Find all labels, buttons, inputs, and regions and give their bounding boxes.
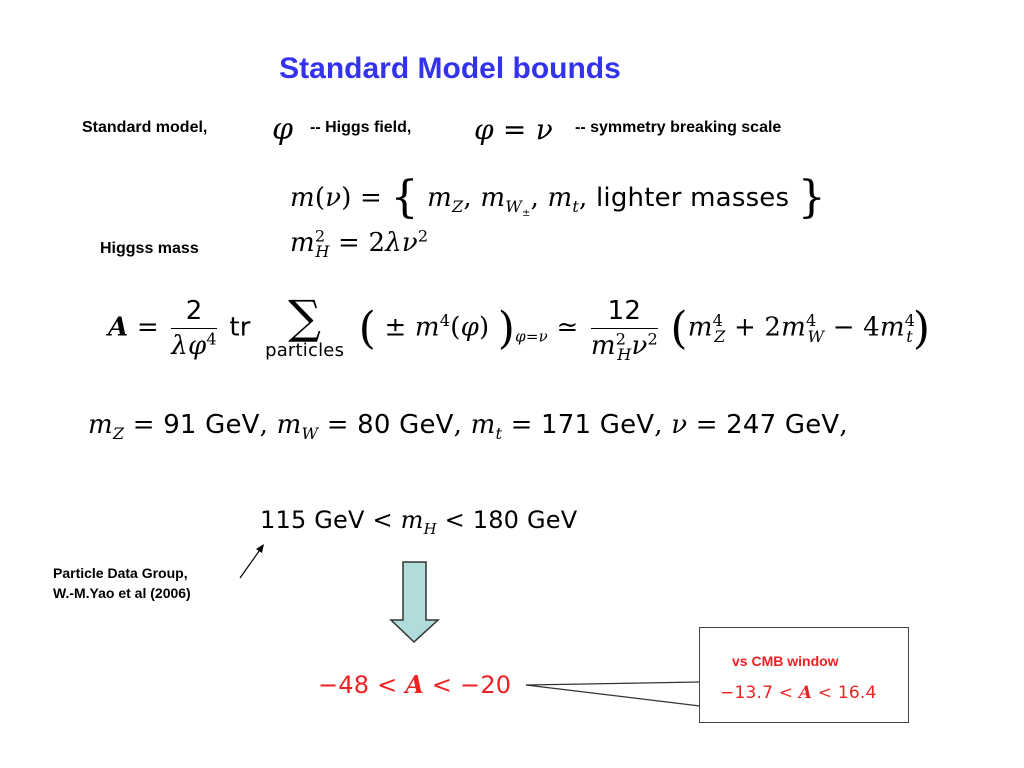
trace-operator: tr: [229, 312, 251, 343]
prefactor-fraction: 2 λφ4: [171, 296, 217, 361]
pdg-pointer-head: [256, 544, 264, 553]
sum-over-particles: ∑ particles: [265, 290, 345, 361]
a-formula: A = 2 λφ4 tr ∑ particles ( ± m4(φ) )φ=ν …: [108, 290, 931, 365]
callout-line-top: [525, 681, 701, 686]
cmb-window-label: vs CMB window: [732, 653, 839, 669]
higgs-bound: 115 GeV < mH < 180 GeV: [260, 506, 578, 538]
cmb-bound: −13.7 < A < 16.4: [720, 683, 877, 703]
standard-model-label: Standard model,: [82, 119, 208, 136]
pdg-reference: Particle Data Group, W.-M.Yao et al (200…: [53, 565, 191, 601]
pdg-pointer-line: [239, 546, 263, 579]
phi-symbol: φ: [272, 112, 294, 147]
higgs-mass-equation: m2H = 2λν2: [290, 226, 429, 262]
page-title: Standard Model bounds: [279, 52, 621, 85]
symmetry-scale-label: -- symmetry breaking scale: [575, 119, 782, 136]
approx-fraction: 12 m2Hν2: [590, 296, 658, 365]
a-bound: −48 < A < −20: [318, 670, 512, 699]
constants-line: mZ = 91 GeV, mW = 80 GeV, mt = 171 GeV, …: [88, 410, 848, 444]
phi-equals-nu: φ = ν: [474, 113, 553, 146]
down-arrow-icon: [389, 561, 440, 644]
higgs-mass-label: Higgss mass: [100, 240, 199, 257]
lighter-masses-text: lighter masses: [595, 183, 790, 213]
callout-line-bottom: [525, 684, 701, 707]
mass-set-equation: m(ν) = { mZ, mW±, mt, lighter masses }: [290, 172, 826, 223]
cmb-window-box: [699, 627, 909, 723]
higgs-field-label: -- Higgs field,: [310, 119, 412, 136]
